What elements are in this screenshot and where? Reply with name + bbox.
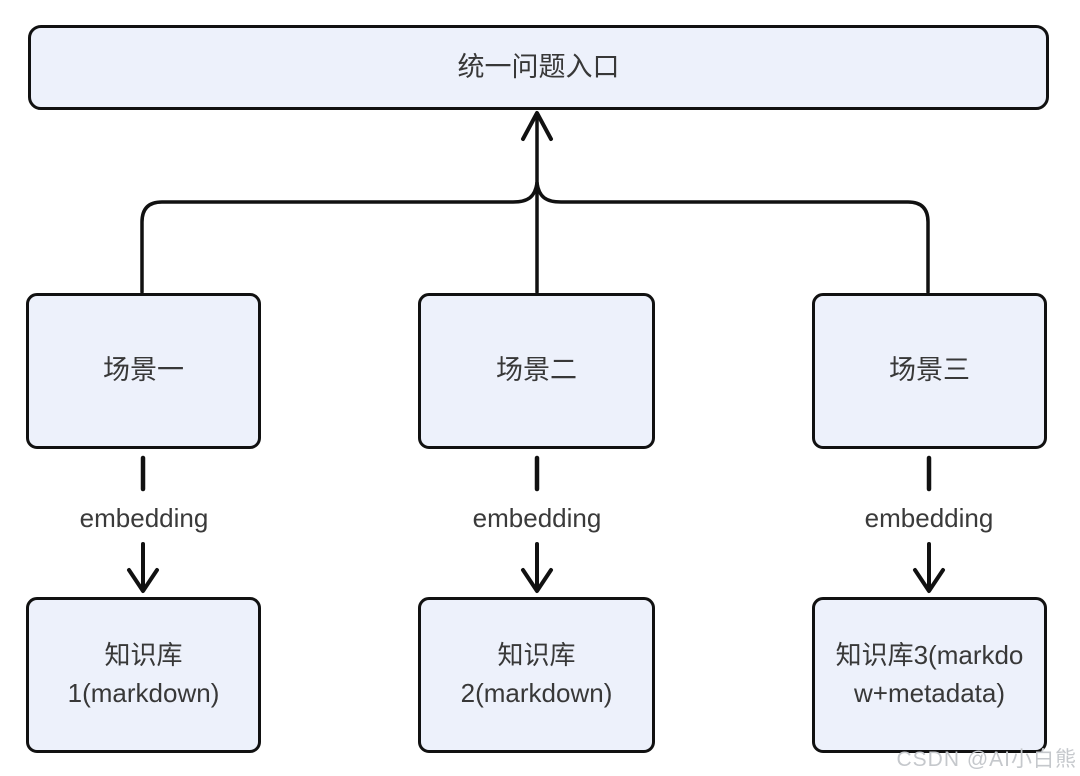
embedding-arrow-1 xyxy=(127,455,159,593)
edge-label-embedding-1: embedding xyxy=(79,503,209,533)
down-arrowhead-icon xyxy=(127,568,159,593)
embedding-arrow-2 xyxy=(521,455,553,593)
fork-branch-left xyxy=(140,181,539,294)
scenario-node-3: 场景三 xyxy=(812,293,1047,449)
edge-label-embedding-2: embedding xyxy=(472,503,602,533)
scenario-node-label: 场景三 xyxy=(889,355,970,386)
down-arrowhead-icon xyxy=(521,568,553,593)
kb-node-3: 知识库3(markdo w+metadata) xyxy=(812,597,1047,753)
scenario-node-label: 场景一 xyxy=(103,355,184,386)
kb-node-label-line1: 知识库 xyxy=(497,640,576,671)
kb-node-1: 知识库 1(markdown) xyxy=(26,597,261,753)
scenario-node-label: 场景二 xyxy=(496,355,577,386)
scenario-node-2: 场景二 xyxy=(418,293,655,449)
scenario-node-1: 场景一 xyxy=(26,293,261,449)
fork-branch-right xyxy=(535,181,930,294)
kb-node-label-line1: 知识库 xyxy=(104,640,183,671)
kb-node-label-line2: 2(markdown) xyxy=(460,678,613,708)
kb-node-label-line2: w+metadata) xyxy=(853,678,1006,708)
kb-node-label-line1: 知识库3(markdo xyxy=(835,640,1024,671)
kb-node-2: 知识库 2(markdown) xyxy=(418,597,655,753)
edge-label-embedding-3: embedding xyxy=(864,503,994,533)
entry-node-label: 统一问题入口 xyxy=(457,51,620,82)
embedding-arrow-3 xyxy=(913,455,945,593)
kb-node-label-line2: 1(markdown) xyxy=(67,678,220,708)
down-arrowhead-icon xyxy=(913,568,945,593)
watermark: CSDN @AI小白熊 xyxy=(896,748,1077,771)
up-arrowhead-icon xyxy=(521,111,553,141)
entry-node: 统一问题入口 xyxy=(28,25,1049,110)
